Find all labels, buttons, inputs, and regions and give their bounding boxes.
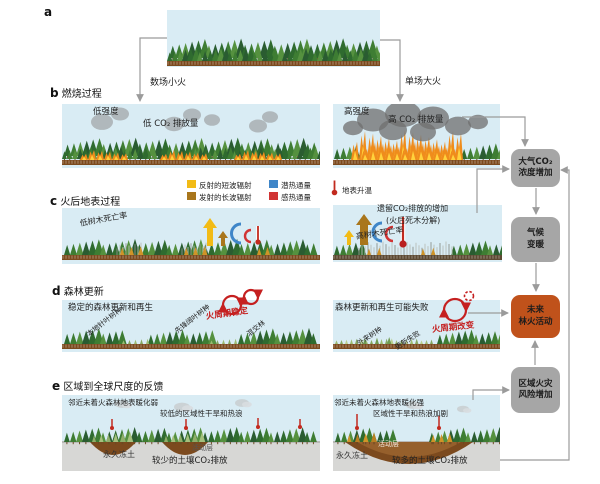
label-active-layer-left: 活动层 — [192, 444, 213, 452]
label-high-emission: 高 CO₂ 排放量 — [388, 115, 444, 125]
arrow-small-fires — [136, 37, 167, 102]
label-small-fires: 数场小火 — [150, 78, 187, 88]
scene-high-mortality — [333, 205, 502, 262]
longwave-arrow-icon — [356, 214, 372, 245]
scene-low-intensity-burn — [62, 104, 320, 168]
label-low-emission: 低 CO₂ 排放量 — [143, 119, 199, 129]
box-climate-warming: 气候 变暖 — [511, 217, 560, 262]
sensible-heat-icon — [384, 225, 394, 243]
scene-regional-weak — [62, 395, 320, 471]
box-regional-fire-risk: 区域火灾 风险增加 — [511, 367, 560, 413]
label-permafrost-right: 永久冻土 — [336, 451, 368, 460]
scene-failed-regeneration — [333, 300, 500, 352]
flux-arrows-low — [203, 218, 261, 246]
label-legacy-co2-note: (火后死木分解) — [386, 216, 441, 225]
scene-regional-strong — [333, 395, 500, 471]
latent-heat-icon — [371, 221, 383, 243]
flux-arrows-high — [344, 214, 407, 248]
panel-c-title: c 火后地表过程 — [50, 194, 121, 208]
longwave-arrow-icon — [218, 231, 228, 246]
letter-a: a — [44, 5, 53, 19]
label-less-soil-co2: 较少的土壤CO₂排放 — [152, 456, 228, 466]
arrow-large-fire — [380, 39, 404, 102]
legend-longwave-label: 发射的长波辐射 — [199, 193, 252, 202]
panel-e-title: e 区域到全球尺度的反馈 — [52, 379, 164, 393]
panel-b-title: b 燃烧过程 — [50, 86, 102, 100]
legend-warming-label: 地表升温 — [342, 186, 372, 195]
legend-sensible-label: 感热通量 — [281, 193, 311, 202]
box-future-fire-activity: 未来 林火活动 — [511, 295, 560, 338]
shortwave-arrow-icon — [203, 218, 217, 246]
label-strong-warming: 邻近未着火森林地表暖化强 — [334, 398, 424, 407]
panel-a-letter: a — [44, 5, 52, 19]
label-permafrost-left: 永久冻土 — [103, 450, 135, 459]
label-weak-warming: 邻近未着火森林地表暖化弱 — [68, 398, 158, 407]
label-regen-fail: 森林更新和再生可能失败 — [335, 303, 429, 313]
label-large-fire: 单场大火 — [405, 77, 442, 87]
label-more-soil-co2: 较多的土壤CO₂排放 — [392, 456, 468, 466]
legend-latent-label: 潜热通量 — [281, 181, 311, 190]
label-legacy-co2: 遗留CO₂排放的增加 — [377, 204, 449, 213]
label-high-intensity: 高强度 — [344, 107, 370, 117]
panel-d-title: d 森林更新 — [52, 284, 104, 298]
scene-stable-regeneration — [62, 300, 320, 352]
label-intensified-drought: 区域性干旱和热浪加剧 — [373, 409, 448, 418]
legend-shortwave-swatch — [187, 180, 196, 188]
legend-sensible-swatch — [269, 192, 278, 200]
label-low-intensity: 低强度 — [93, 107, 119, 117]
legend-longwave-swatch — [187, 192, 196, 200]
box-atmospheric-co2: 大气CO₂ 浓度增加 — [511, 149, 560, 187]
legend-shortwave-label: 反射的短波辐射 — [199, 181, 252, 190]
label-stable-regen: 稳定的森林更新和再生 — [68, 303, 154, 313]
legend-latent-swatch — [269, 180, 278, 188]
latent-heat-icon — [230, 222, 242, 245]
scene-low-mortality — [62, 208, 320, 264]
label-lower-drought: 较低的区域性干旱和热浪 — [160, 409, 243, 418]
scene-intact-forest — [167, 10, 380, 67]
label-active-layer-right: 活动层 — [378, 440, 399, 448]
shortwave-arrow-icon — [344, 230, 354, 245]
sensible-heat-icon — [243, 228, 252, 244]
legend-thermometer-icon — [331, 180, 338, 196]
